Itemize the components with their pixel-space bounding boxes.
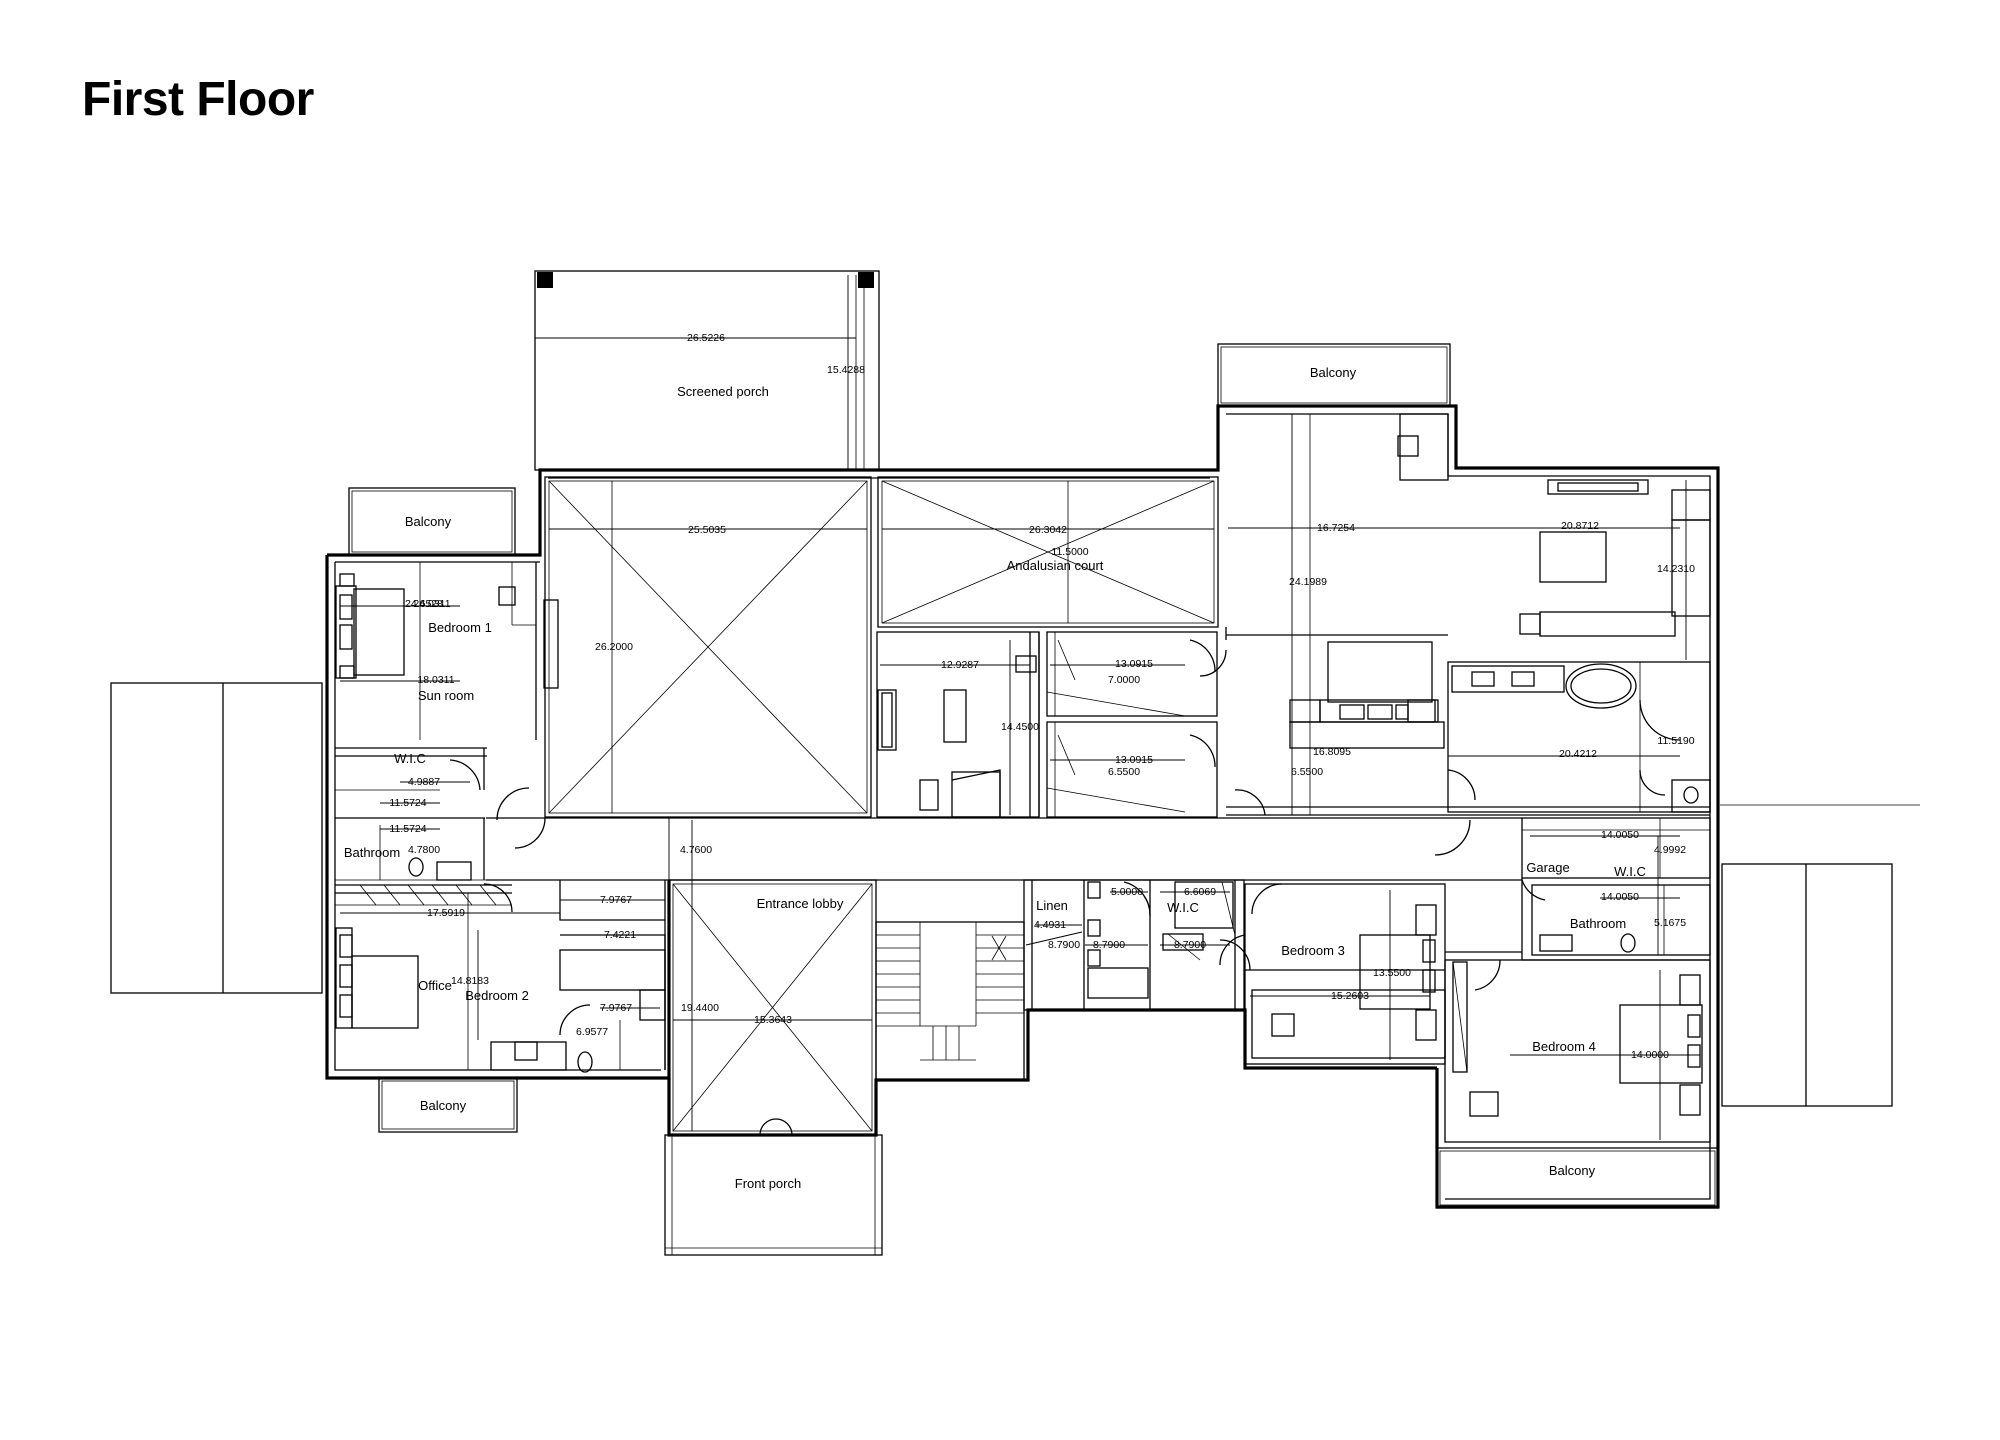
label-sun-room: Sun room [418, 688, 474, 703]
dim-label: 8.7900 [1048, 939, 1080, 951]
label-andalusian-court: Andalusian court [1007, 558, 1104, 573]
dim-label: 13.0915 [1115, 754, 1153, 766]
dim-label: 7.0000 [1108, 674, 1140, 686]
dim-label: 5.0000 [1111, 886, 1143, 898]
label-office: Office [418, 978, 452, 993]
dim-label: 7.9767 [600, 894, 632, 906]
dimension-labels: 26.5226 15.4288 25.5035 26.3042 11.5000 … [389, 332, 1695, 1061]
dim-label: 14.0000 [1631, 1049, 1669, 1061]
label-balcony-bottom-left: Balcony [420, 1098, 467, 1113]
dim-label: 15.2603 [1331, 990, 1369, 1002]
label-entrance-lobby: Entrance lobby [757, 896, 844, 911]
dim-label: 24.0311 [413, 598, 450, 610]
balcony-bottom-left-outline [378, 1077, 518, 1133]
page-title: First Floor [82, 73, 314, 126]
dim-label: 20.8712 [1561, 520, 1599, 532]
dim-label: 26.2000 [595, 641, 633, 653]
dim-label: 14.4500 [1001, 721, 1039, 733]
dim-label: 6.5500 [1108, 766, 1140, 778]
label-bathroom-right: Bathroom [1570, 916, 1626, 931]
dim-label: 14.0050 [1601, 891, 1639, 903]
label-bedroom-4: Bedroom 4 [1532, 1039, 1596, 1054]
dim-label: 20.4212 [1559, 748, 1597, 760]
center-block-interior [876, 631, 1266, 818]
right-wing-interior [1444, 817, 1711, 1143]
stair [875, 921, 1025, 1081]
label-screened-porch: Screened porch [677, 384, 769, 399]
dim-label: 8.7900 [1093, 939, 1125, 951]
dim-label: 4.7600 [680, 844, 712, 856]
dim-label: 14.8183 [451, 975, 489, 987]
linen-wic-center [1023, 879, 1251, 1011]
dim-label: 12.9287 [941, 659, 979, 671]
dim-label: 4.7800 [408, 844, 440, 856]
dim-label: 15.3643 [754, 1014, 792, 1026]
dim-label: 6.9577 [576, 1026, 608, 1038]
left-wing-interior [335, 561, 666, 1073]
dim-label: 8.7900 [1174, 939, 1206, 951]
dim-label: 7.9767 [600, 1002, 632, 1014]
label-bathroom-left: Bathroom [344, 845, 400, 860]
dim-label: 11.5190 [1657, 735, 1694, 747]
label-balcony-bottom-right: Balcony [1549, 1163, 1596, 1178]
label-wic-left: W.I.C [394, 751, 426, 766]
dim-label: 26.3042 [1029, 524, 1067, 536]
dim-label: 16.8095 [1313, 746, 1351, 758]
label-balcony-top-left: Balcony [405, 514, 452, 529]
dim-label: 4.4931 [1034, 919, 1066, 931]
label-bedroom-1: Bedroom 1 [428, 620, 492, 635]
dim-label: 14.0050 [1601, 829, 1639, 841]
entrance-lobby-outline [668, 820, 877, 1136]
label-front-porch: Front porch [735, 1176, 801, 1191]
dim-label: 24.1989 [1289, 576, 1327, 588]
dim-label: 13.0915 [1115, 658, 1153, 670]
dim-label: 18.0311 [417, 674, 454, 686]
dim-label: 7.4221 [604, 929, 636, 941]
label-wic-right: W.I.C [1614, 864, 1646, 879]
dim-label: 24.6528 [405, 598, 443, 610]
bedroom-3-interior [1219, 883, 1446, 1065]
dim-label: 26.5226 [687, 332, 725, 344]
dim-label: 17.5919 [427, 907, 465, 919]
dim-label: 4.9887 [408, 776, 440, 788]
label-garage: Garage [1526, 860, 1569, 875]
dim-label: 6.5500 [1291, 766, 1323, 778]
dim-label: 11.5000 [1051, 546, 1088, 558]
dim-label: 11.5724 [389, 797, 426, 809]
dim-label: 16.7254 [1317, 522, 1355, 534]
corridor [486, 817, 1522, 881]
andalusian-court-outline [877, 476, 1219, 628]
dim-label: 4.9992 [1654, 844, 1686, 856]
label-wic-center: W.I.C [1167, 900, 1199, 915]
dim-label: 13.5500 [1373, 967, 1411, 979]
dim-label: 19.4400 [681, 1002, 719, 1014]
front-porch-outline [664, 1134, 883, 1256]
site-outlines [110, 682, 1920, 1107]
label-bedroom-3: Bedroom 3 [1281, 943, 1345, 958]
dim-label: 14.2310 [1657, 563, 1695, 575]
label-linen: Linen [1036, 898, 1068, 913]
open-to-below-left [544, 476, 872, 818]
dim-label: 25.5035 [688, 524, 726, 536]
dim-label: 11.5724 [389, 823, 426, 835]
label-balcony-top-right: Balcony [1310, 365, 1357, 380]
dim-label: 15.4288 [827, 364, 865, 376]
master-suite-interior [1199, 413, 1711, 856]
balcony-bottom-right-outline [1436, 1147, 1719, 1209]
label-bedroom-2: Bedroom 2 [465, 988, 529, 1003]
dim-label: 6.6069 [1184, 886, 1216, 898]
dim-label: 5.1675 [1654, 917, 1686, 929]
room-labels: Screened porch Balcony Balcony Bedroom 1… [344, 365, 1646, 1191]
screened-porch-outline [534, 270, 880, 471]
